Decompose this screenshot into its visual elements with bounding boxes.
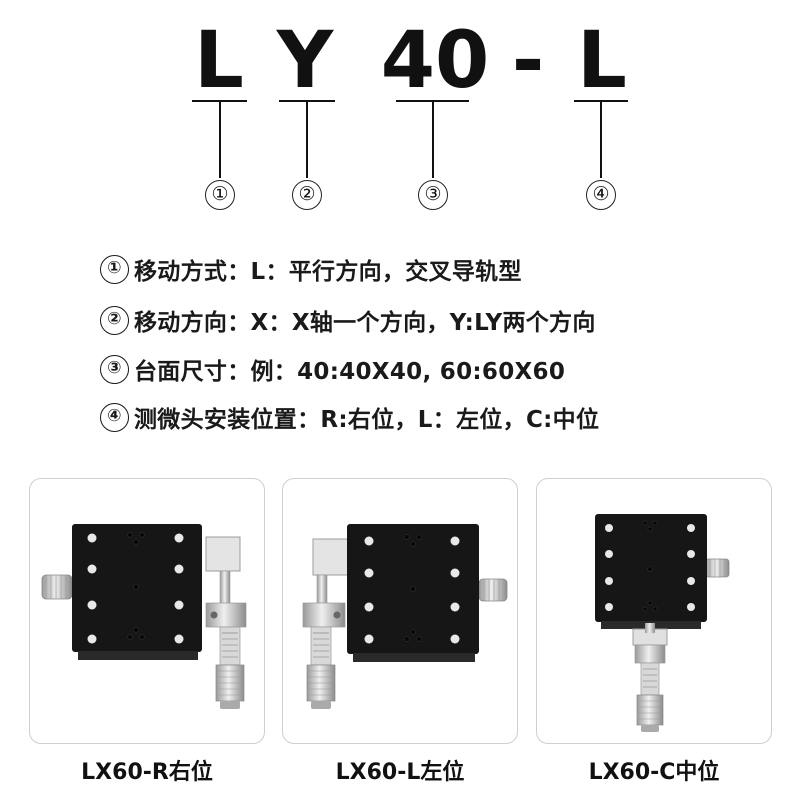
code-char-size: 40 — [380, 16, 490, 106]
spec-number: ① — [100, 254, 129, 284]
spec-text: 台面尺寸：例：40:40X40, 60:60X60 — [134, 359, 566, 385]
spec-item-table-size: ③ 台面尺寸：例：40:40X40, 60:60X60 — [100, 349, 565, 389]
spec-item-move-mode: ① 移动方式：L：平行方向，交叉导轨型 — [100, 249, 522, 289]
caption-center: LX60-C中位 — [588, 760, 720, 785]
code-marker-3: ③ — [418, 180, 448, 210]
code-leader-2 — [306, 101, 308, 178]
spec-number: ④ — [100, 402, 129, 432]
caption-left: LX60-L左位 — [335, 760, 465, 785]
stage-image-left — [302, 524, 508, 709]
code-leader-4 — [600, 101, 602, 178]
code-char-move-mode: L — [194, 16, 244, 106]
spec-text: 移动方向：X：X轴一个方向，Y:LY两个方向 — [134, 310, 596, 336]
code-char-direction: Y — [276, 16, 334, 106]
code-marker-4: ④ — [586, 180, 616, 210]
stage-image-right — [41, 524, 247, 709]
product-card-center — [536, 478, 772, 744]
code-char-mount: L — [577, 16, 627, 106]
product-card-left — [282, 478, 518, 744]
product-card-right — [29, 478, 265, 744]
spec-text: 移动方式：L：平行方向，交叉导轨型 — [134, 259, 522, 285]
code-leader-3 — [432, 101, 434, 178]
code-marker-2: ② — [292, 180, 322, 210]
code-marker-1: ① — [205, 180, 235, 210]
caption-right: LX60-R右位 — [81, 760, 213, 785]
spec-item-direction: ② 移动方向：X：X轴一个方向，Y:LY两个方向 — [100, 300, 596, 340]
spec-text: 测微头安装位置：R:右位，L：左位，C:中位 — [134, 407, 600, 433]
spec-item-mount-position: ④ 测微头安装位置：R:右位，L：左位，C:中位 — [100, 397, 599, 437]
code-leader-1 — [219, 101, 221, 178]
spec-number: ③ — [100, 354, 129, 384]
code-char-dash: - — [511, 16, 545, 106]
stage-image-center — [595, 514, 730, 732]
spec-number: ② — [100, 305, 129, 335]
